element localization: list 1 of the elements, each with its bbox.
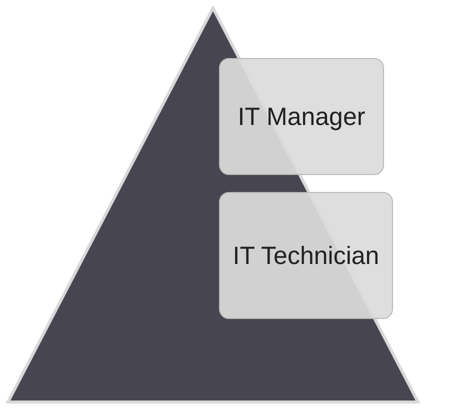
role-box: IT Manager [219,58,384,175]
